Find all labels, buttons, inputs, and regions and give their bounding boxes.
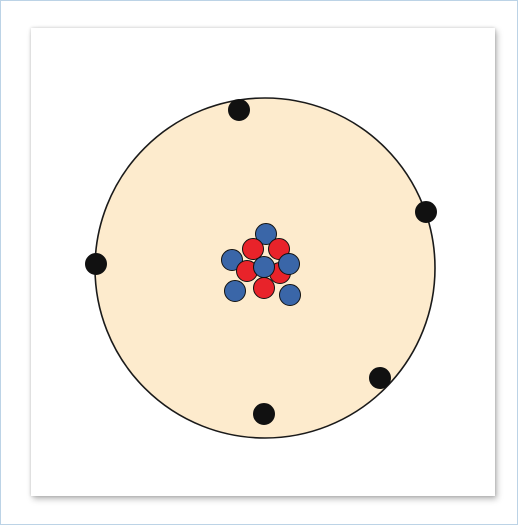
electron — [416, 202, 437, 223]
neutron — [254, 257, 275, 278]
electron — [86, 254, 107, 275]
proton — [243, 239, 264, 260]
proton — [254, 278, 275, 299]
neutron — [279, 254, 300, 275]
neutron — [225, 281, 246, 302]
electron — [229, 100, 250, 121]
electron — [370, 368, 391, 389]
electron — [254, 404, 275, 425]
neutron — [280, 285, 301, 306]
